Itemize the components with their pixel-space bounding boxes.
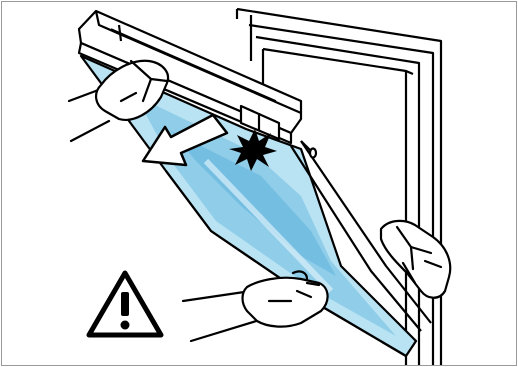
oven-door-illustration [1,1,517,366]
illustration-frame [1,1,517,366]
